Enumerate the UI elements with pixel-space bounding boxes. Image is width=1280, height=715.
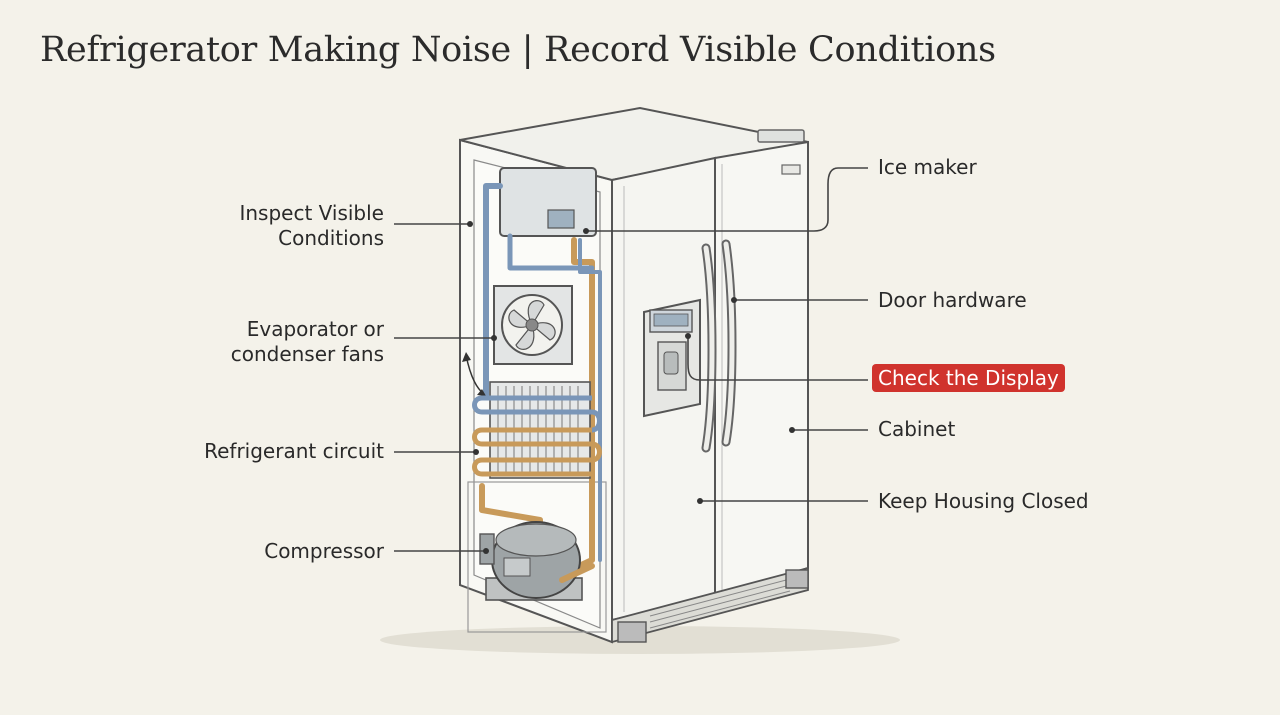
label-check-display: Check the Display — [872, 364, 1065, 392]
leader-lines — [394, 167, 868, 552]
label-fans-line2: condenser fans — [230, 342, 384, 366]
label-cabinet: Cabinet — [878, 417, 956, 441]
top-hinge — [757, 129, 805, 143]
label-fans-line1: Evaporator or — [246, 317, 384, 341]
check-display-highlight: Check the Display — [872, 364, 1065, 392]
foot-front-left — [617, 621, 647, 643]
label-door-hardware: Door hardware — [878, 288, 1027, 312]
base-plate — [611, 566, 809, 644]
label-compressor: Compressor — [264, 539, 384, 563]
page-title: Refrigerator Making Noise | Record Visib… — [40, 30, 996, 70]
label-keep-housing-closed: Keep Housing Closed — [878, 489, 1089, 513]
water-dispenser — [643, 298, 701, 418]
label-inspect-line2: Conditions — [278, 226, 384, 250]
condenser-coils — [472, 381, 602, 479]
label-fans: Evaporator or condenser fans — [231, 317, 384, 367]
label-refrigerant-circuit: Refrigerant circuit — [204, 439, 384, 463]
leader-dots — [467, 221, 795, 554]
door-handles — [701, 239, 737, 453]
evaporator-fan — [493, 285, 573, 365]
label-inspect-visible-conditions: Inspect Visible Conditions — [239, 201, 384, 251]
label-ice-maker: Ice maker — [878, 155, 977, 179]
foot-front-right — [785, 569, 809, 589]
ice-maker-unit — [499, 167, 597, 237]
label-inspect-line1: Inspect Visible — [239, 201, 384, 225]
